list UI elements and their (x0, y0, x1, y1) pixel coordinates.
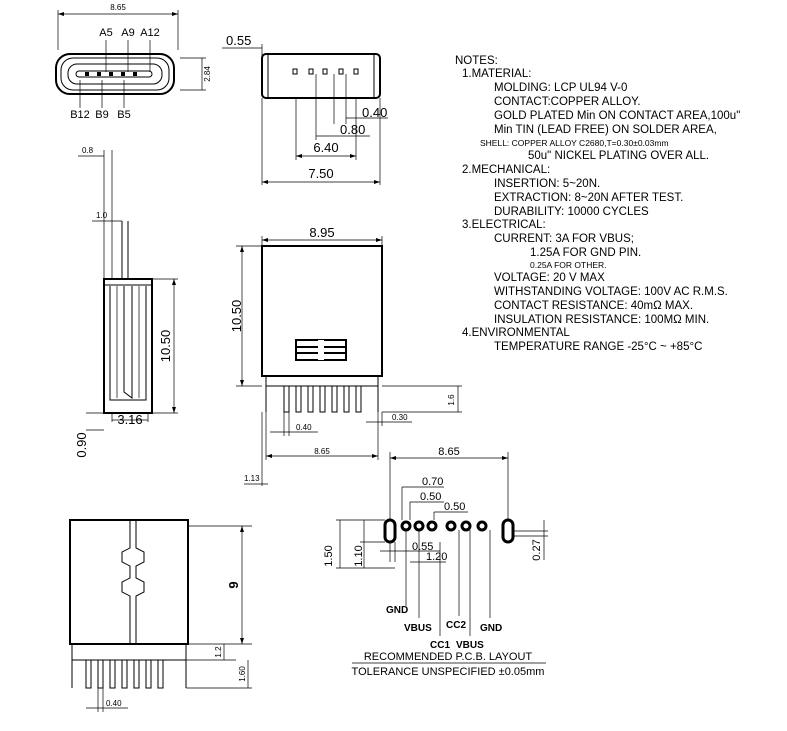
end-dim-055: 0.55 (226, 33, 251, 48)
pcb-dim-865: 8.65 (438, 446, 459, 458)
side-dim-10: 1.0 (96, 211, 108, 220)
note-molding: MOLDING: LCP UL94 V-0 (494, 82, 627, 94)
pcb-layout: 8.65 0.70 0.50 0.50 1.50 1.10 0.55 (323, 446, 548, 678)
front-view: 8.95 10.50 1.6 (229, 225, 462, 486)
note-current: CURRENT: 3A FOR VBUS; (494, 233, 634, 245)
top-height-dim: 2.84 (203, 66, 212, 82)
side-dim-316: 3.16 (117, 412, 142, 427)
pcb-dim-050b: 0.50 (444, 501, 465, 513)
pcb-caption: RECOMMENDED P.C.B. LAYOUT (364, 651, 533, 663)
note-contact: CONTACT:COPPER ALLOY. (494, 96, 641, 108)
top-width-dim: 8.65 (110, 3, 126, 12)
pcb-pin-cc1: CC1 (430, 640, 450, 651)
end-dim-640: 6.40 (313, 140, 338, 155)
pin-label-b9: B9 (95, 109, 108, 121)
note-withstanding: WITHSTANDING VOLTAGE: 100V AC R.M.S. (494, 286, 728, 298)
pcb-pin-gnd-left: GND (386, 605, 408, 616)
pcb-dim-110: 1.10 (353, 545, 365, 566)
logo-mark (295, 339, 347, 361)
side-dim-090: 0.90 (74, 432, 89, 457)
note-contact-resistance: CONTACT RESISTANCE: 40mΩ MAX. (494, 300, 693, 312)
pcb-pin-cc2: CC2 (446, 620, 466, 631)
note-environmental: 4.ENVIRONMENTAL (462, 327, 570, 339)
side-dim-1050: 10.50 (158, 330, 173, 363)
note-insulation: INSULATION RESISTANCE: 100MΩ MIN. (494, 314, 709, 326)
note-electrical: 3.ELECTRICAL: (462, 219, 546, 231)
notes-heading: NOTES: (455, 55, 498, 67)
note-shell: SHELL: COPPER ALLOY C2680,T=0.30±0.03mm (480, 138, 669, 148)
note-nickel: 50u" NICKEL PLATING OVER ALL. (528, 150, 709, 162)
note-durability: DURABILITY: 10000 CYCLES (494, 206, 649, 218)
pcb-dim-150: 1.50 (323, 545, 335, 566)
note-mechanical: 2.MECHANICAL: (462, 164, 550, 176)
pcb-dim-120: 1.20 (426, 551, 447, 563)
pcb-tolerance: TOLERANCE UNSPECIFIED ±0.05mm (352, 666, 545, 678)
pin-label-a12: A12 (140, 27, 160, 39)
note-temperature: TEMPERATURE RANGE -25°C ~ +85°C (494, 341, 702, 353)
note-other-current: 0.25A FOR OTHER. (530, 260, 607, 270)
bottom-dim-040: 0.40 (106, 699, 122, 708)
bottom-dim-12: 1.2 (214, 646, 223, 658)
end-view: 0.55 0.40 0.80 6.40 7.50 (222, 33, 388, 185)
front-dim-1050: 10.50 (229, 300, 244, 333)
pin-label-a5: A5 (99, 27, 112, 39)
bottom-dim-9: 9 (226, 581, 241, 588)
bottom-dim-160: 1.60 (238, 666, 247, 682)
note-tin: Min TIN (LEAD FREE) ON SOLDER AREA, (494, 124, 717, 136)
pcb-pin-gnd-right: GND (480, 623, 502, 634)
note-gnd-current: 1.25A FOR GND PIN. (530, 247, 641, 259)
pcb-pads (383, 518, 515, 544)
pcb-pin-vbus-right: VBUS (456, 640, 484, 651)
note-insertion: INSERTION: 5~20N. (494, 178, 600, 190)
notes-block: NOTES: 1.MATERIAL: MOLDING: LCP UL94 V-0… (455, 55, 740, 353)
note-material: 1.MATERIAL: (462, 68, 531, 80)
end-dim-080: 0.80 (340, 122, 365, 137)
front-dim-030: 0.30 (392, 413, 408, 422)
pin-label-b12: B12 (70, 109, 90, 121)
front-dim-040: 0.40 (296, 423, 312, 432)
front-dim-16: 1.6 (447, 394, 456, 406)
pcb-pin-vbus-left: VBUS (404, 623, 432, 634)
pcb-dim-055: 0.55 (412, 541, 433, 553)
top-view: 8.65 A5 A9 A12 2.84 B12 B9 B5 (55, 3, 212, 121)
pcb-dim-070: 0.70 (422, 476, 443, 488)
pcb-dim-027: 0.27 (531, 539, 543, 560)
end-dim-750: 7.50 (308, 166, 333, 181)
side-view: 0.8 1.0 3.16 10.50 0.90 (74, 146, 178, 458)
end-dim-040: 0.40 (362, 105, 387, 120)
pin-label-a9: A9 (121, 27, 134, 39)
front-dim-113: 1.13 (244, 474, 260, 483)
pcb-dim-050a: 0.50 (420, 491, 441, 503)
bottom-view: 9 1.2 1.60 0.40 (69, 519, 252, 712)
front-dim-865: 8.65 (314, 447, 330, 456)
note-gold-plated: GOLD PLATED Min ON CONTACT AREA,100u" (494, 110, 740, 122)
pin-label-b5: B5 (117, 109, 130, 121)
side-dim-08: 0.8 (82, 146, 94, 155)
front-dim-895: 8.95 (309, 225, 334, 240)
note-extraction: EXTRACTION: 8~20N AFTER TEST. (494, 192, 683, 204)
note-voltage: VOLTAGE: 20 V MAX (494, 272, 605, 284)
